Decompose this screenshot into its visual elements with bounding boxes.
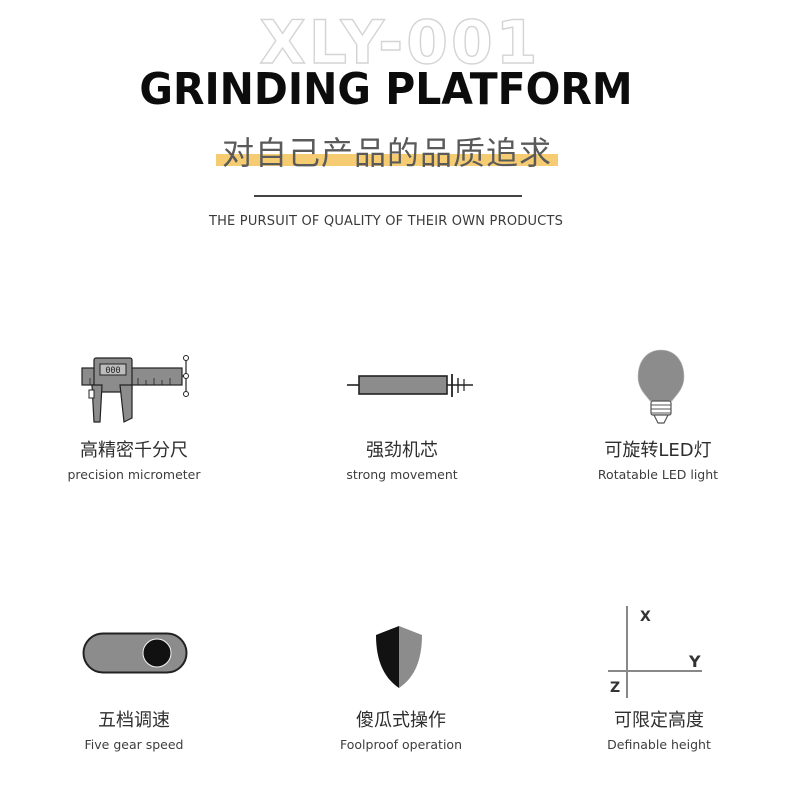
feature-label-cn: 五档调速 xyxy=(98,710,170,731)
feature-precision-micrometer: 高精密千分尺 precision micrometer xyxy=(4,439,264,484)
axis-label-z: Z xyxy=(610,680,620,696)
feature-definable-height: 可限定高度 Definable height xyxy=(529,709,789,754)
feature-label-en: strong movement xyxy=(346,467,458,482)
feature-label-en: Rotatable LED light xyxy=(597,467,719,482)
feature-label-cn: 高精密千分尺 xyxy=(80,440,188,461)
caliper-icon: 000 xyxy=(81,355,189,423)
axis-label-y: Y xyxy=(688,652,701,671)
feature-label-cn: 可限定高度 xyxy=(614,710,704,731)
caliper-display: 000 xyxy=(105,366,120,376)
feature-label-cn: 强劲机芯 xyxy=(366,440,438,461)
page-title: GRINDING PLATFORM xyxy=(139,64,633,115)
axes-icon: X Y Z xyxy=(608,606,702,698)
feature-label-en: Foolproof operation xyxy=(340,737,462,752)
toggle-switch-icon xyxy=(82,632,188,674)
subtitle-chinese-text: 对自己产品的品质追求 xyxy=(215,134,558,172)
feature-foolproof-operation: 傻瓜式操作 Foolproof operation xyxy=(271,709,531,754)
feature-rotatable-led-light: 可旋转LED灯 Rotatable LED light xyxy=(528,439,788,484)
feature-strong-movement: 强劲机芯 strong movement xyxy=(272,439,532,484)
feature-label-en: precision micrometer xyxy=(67,467,201,482)
bulb-icon xyxy=(637,349,685,424)
feature-label-en: Five gear speed xyxy=(84,737,184,752)
subtitle-chinese: 对自己产品的品质追求 xyxy=(0,133,774,179)
model-watermark: XLY-001 xyxy=(259,7,541,78)
feature-five-gear-speed: 五档调速 Five gear speed xyxy=(4,709,264,754)
motor-icon xyxy=(347,374,473,397)
feature-label-cn: 可旋转LED灯 xyxy=(604,440,712,461)
feature-label-en: Definable height xyxy=(607,737,711,752)
shield-icon xyxy=(376,626,422,688)
divider xyxy=(254,195,522,197)
axis-label-x: X xyxy=(640,609,651,625)
feature-label-cn: 傻瓜式操作 xyxy=(356,710,446,731)
tagline: THE PURSUIT OF QUALITY OF THEIR OWN PROD… xyxy=(208,214,564,229)
